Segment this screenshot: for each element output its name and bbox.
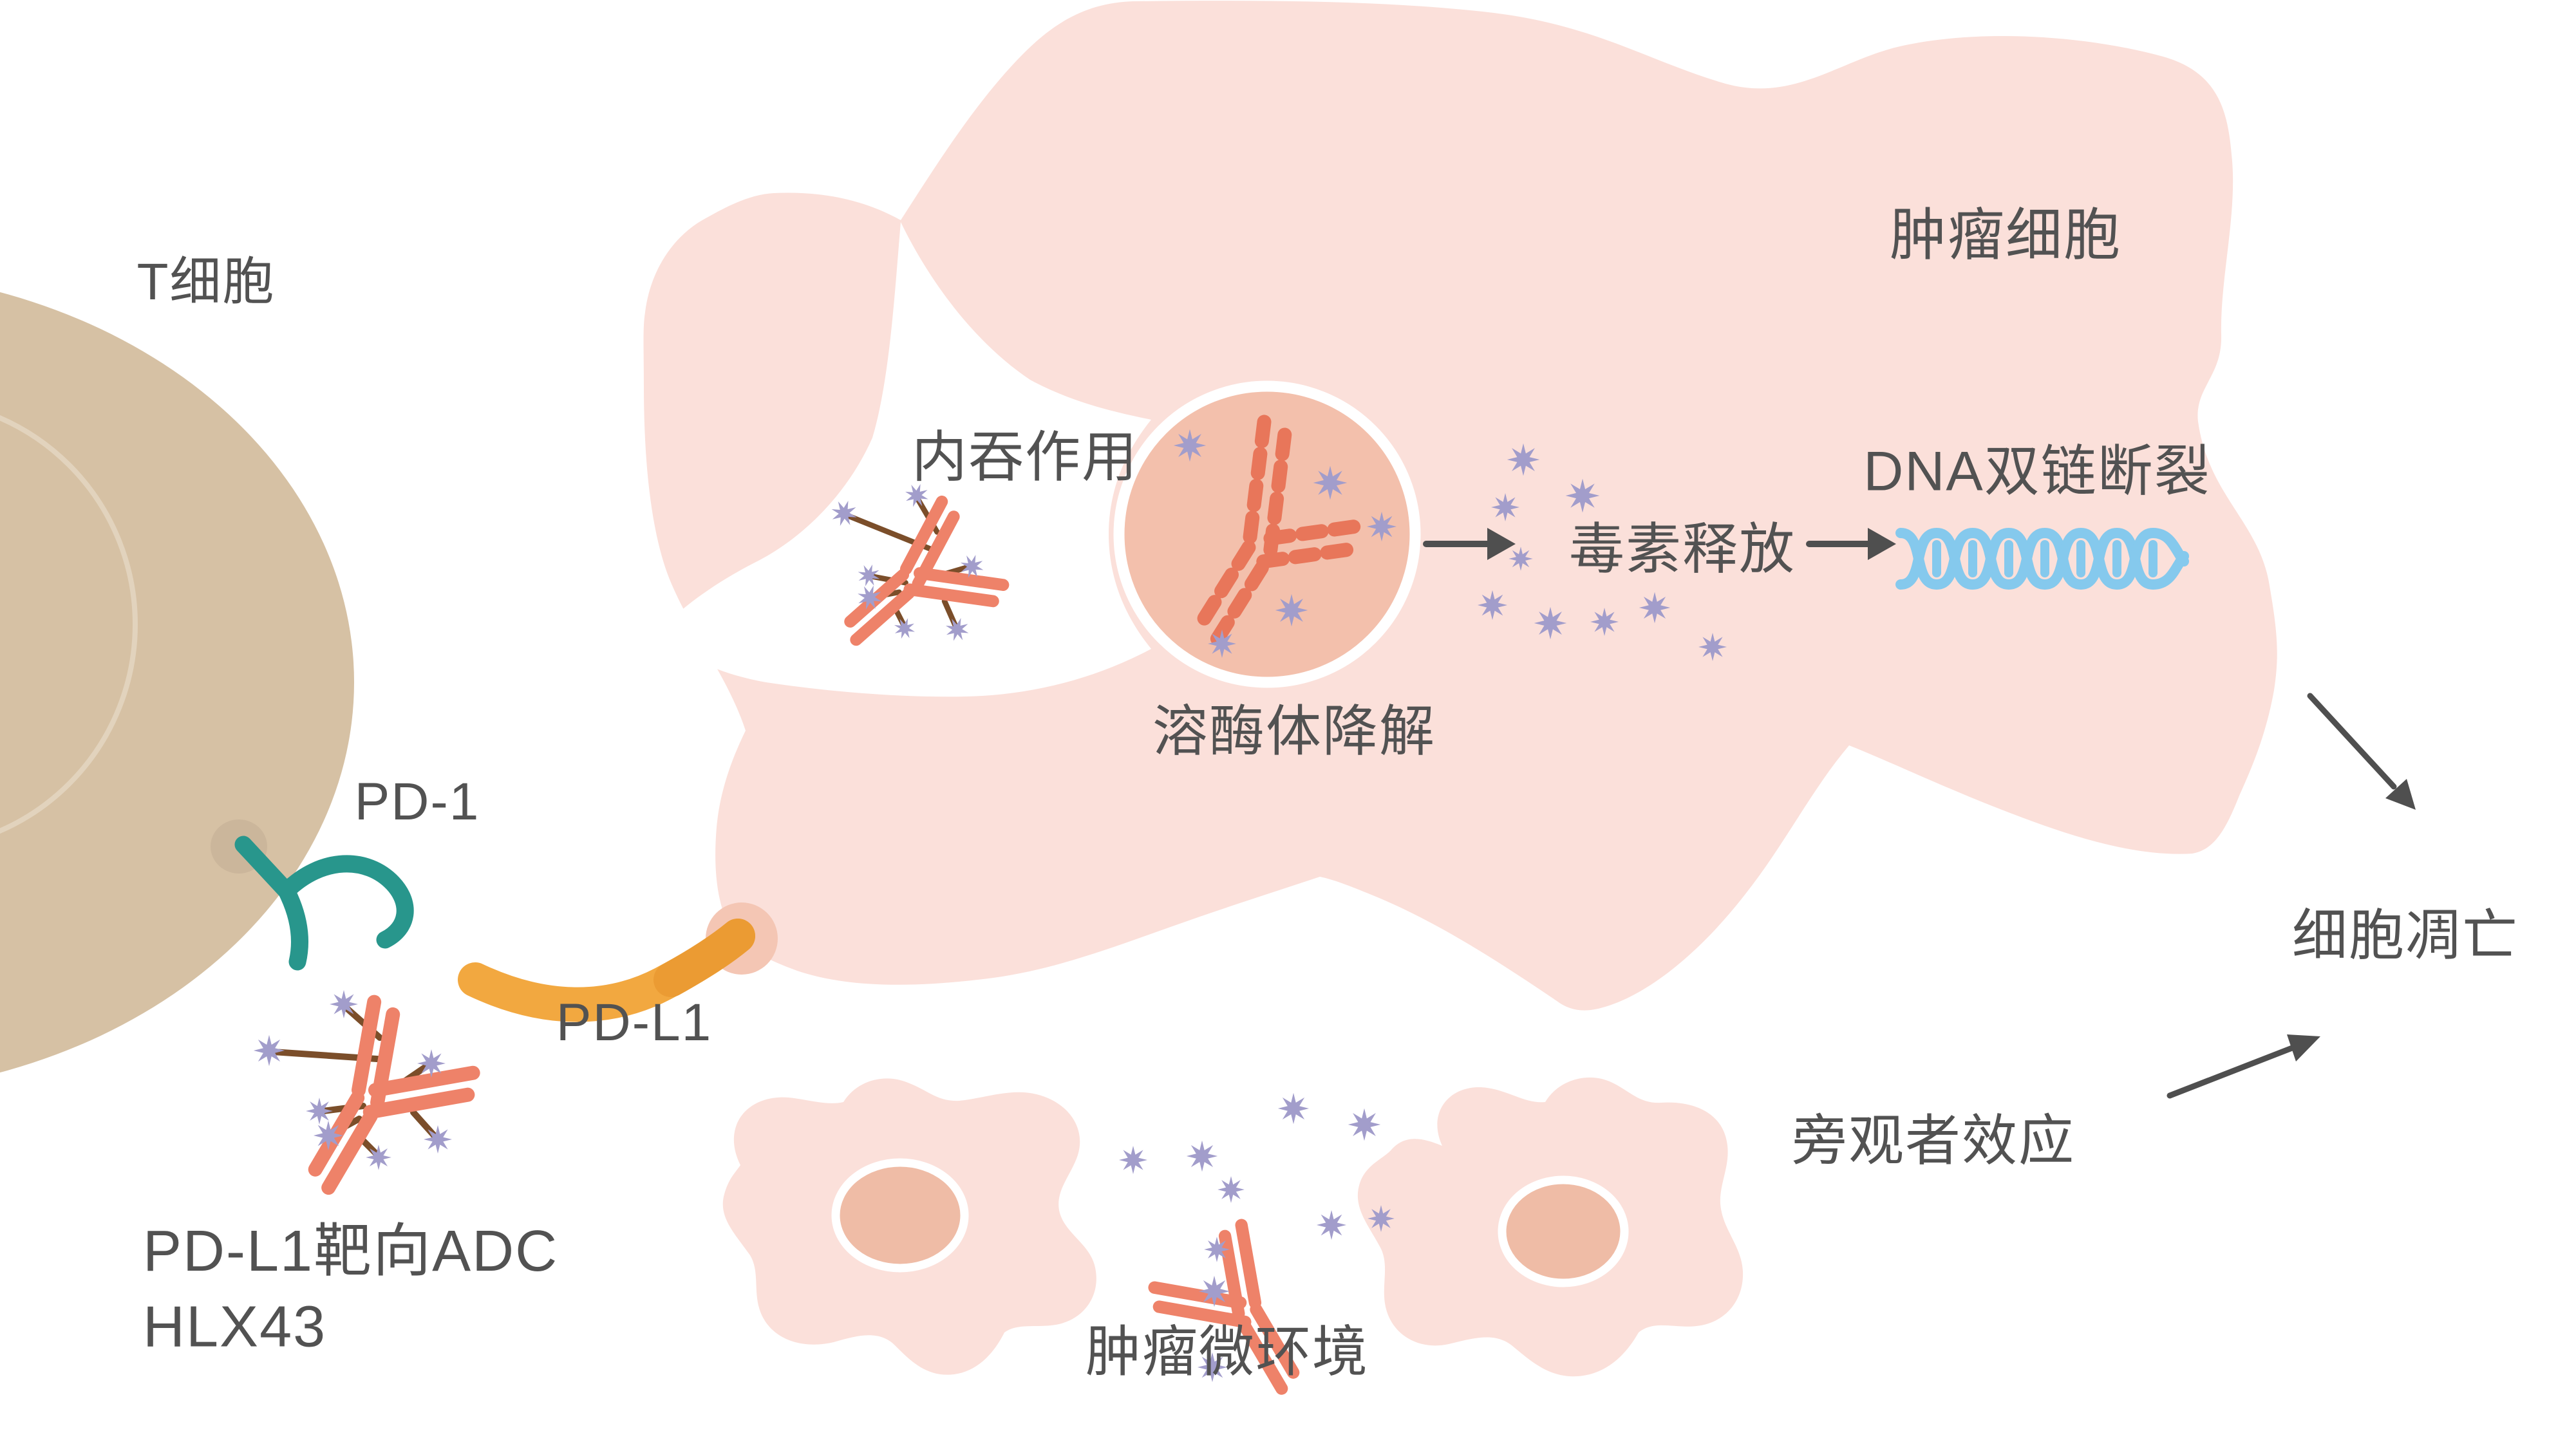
lysosome xyxy=(1113,380,1421,688)
tumor-cell-shape xyxy=(643,1,2277,1011)
lysosome-degradation-label: 溶酶体降解 xyxy=(1152,700,1436,763)
dna-break-label: DNA双链断裂 xyxy=(1863,440,2211,503)
microenvironment-cell-right xyxy=(1357,1077,1744,1377)
pd1-receptor-icon xyxy=(234,836,414,971)
tumor-cell-label: 肿瘤细胞 xyxy=(1889,203,2122,267)
pdl1-label: PD-L1 xyxy=(556,993,713,1052)
apoptosis-label: 细胞凋亡 xyxy=(2292,904,2519,967)
pdl1-ligand-icon xyxy=(458,919,755,1022)
t-cell-nucleus-arc xyxy=(0,415,138,834)
bystander-effect-label: 旁观者效应 xyxy=(1792,1110,2075,1172)
toxin-release-label: 毒素释放 xyxy=(1569,518,1796,581)
endocytosis-channel xyxy=(657,222,1151,697)
arrow-tumor-to-apoptosis xyxy=(2307,693,2416,810)
arrow-bystander-to-apoptosis xyxy=(2167,1034,2320,1099)
t-cell-label: T细胞 xyxy=(136,253,276,310)
hlx43-label: HLX43 xyxy=(143,1295,327,1360)
arrow-lysosome-to-toxin xyxy=(1423,528,1516,560)
adc-hlx43-icon xyxy=(254,990,476,1188)
t-cell-shape xyxy=(0,292,354,1073)
arrow-toxin-to-dna xyxy=(1806,528,1896,560)
adc-name-label: PD-L1靶向ADC xyxy=(143,1219,559,1284)
dna-helix-icon xyxy=(1895,527,2189,590)
degraded-adc-icon xyxy=(1197,411,1371,646)
endocytosis-label: 内吞作用 xyxy=(912,426,1138,489)
microenvironment-cell-left xyxy=(722,1078,1096,1375)
tumor-microenvironment-label: 肿瘤微环境 xyxy=(1086,1321,1369,1383)
pd1-label: PD-1 xyxy=(354,772,480,831)
